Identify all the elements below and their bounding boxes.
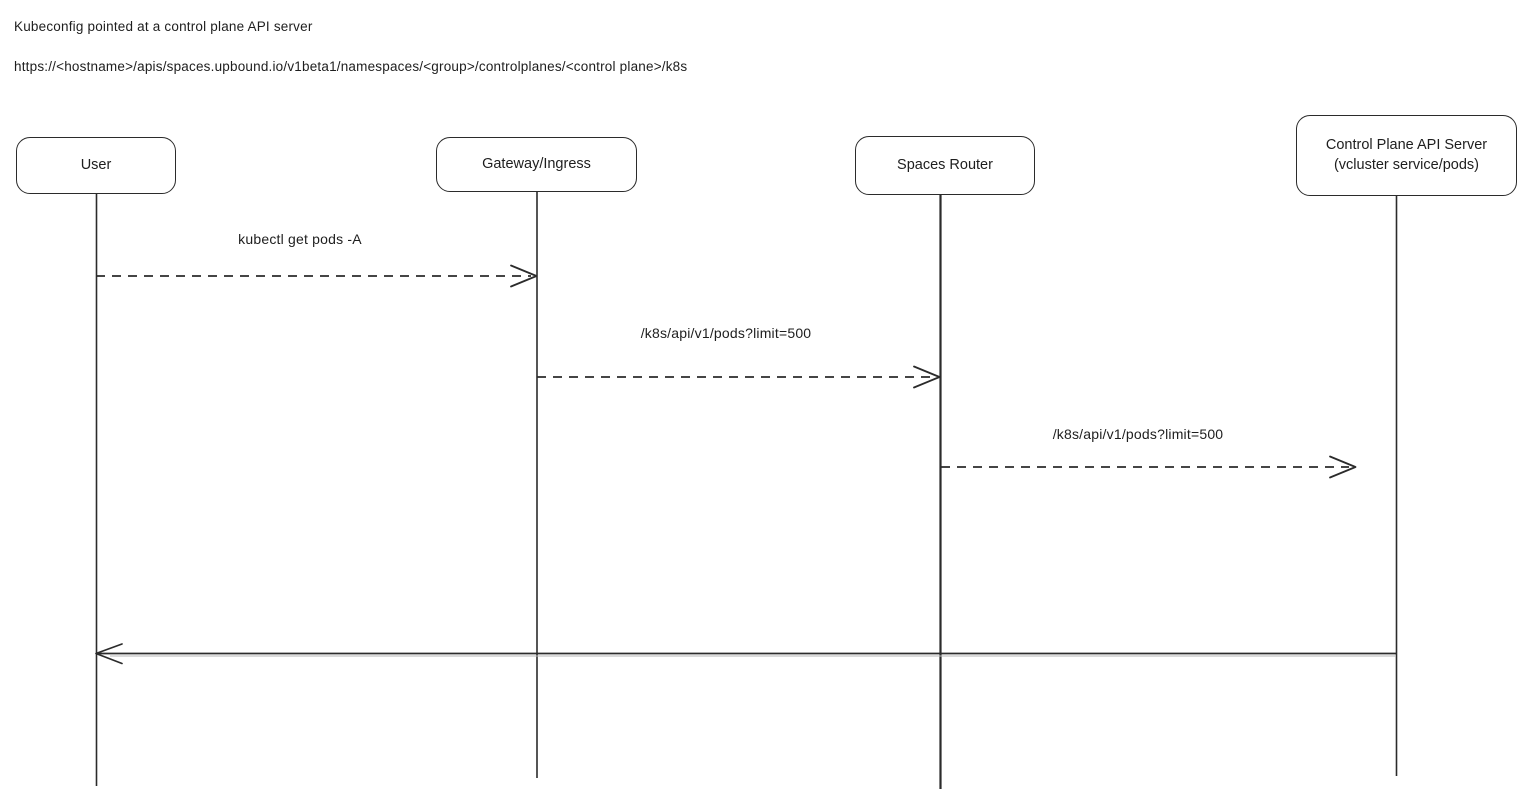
message-label-k8s-api-2: /k8s/api/v1/pods?limit=500: [1052, 426, 1224, 442]
arrowhead-right-icon: [1329, 455, 1357, 479]
actor-gateway-ingress: Gateway/Ingress: [436, 137, 637, 192]
arrowhead-left-icon: [95, 643, 123, 665]
diagram-title: Kubeconfig pointed at a control plane AP…: [14, 19, 313, 34]
actor-gateway-label: Gateway/Ingress: [482, 155, 591, 172]
arrowhead-right-icon: [510, 264, 538, 288]
message-arrow-kubectl-get-pods: [96, 264, 538, 288]
message-arrow-k8s-api-2: [941, 455, 1357, 479]
kubeconfig-url-text: https://<hostname>/apis/spaces.upbound.i…: [14, 59, 688, 74]
actor-user-label: User: [80, 156, 112, 173]
message-arrow-k8s-api-1: [537, 365, 941, 389]
message-label-k8s-api-1: /k8s/api/v1/pods?limit=500: [640, 325, 812, 341]
actor-cp-label-line1: Control Plane API Server: [1325, 136, 1488, 153]
actor-spaces-router: Spaces Router: [855, 136, 1035, 195]
actor-router-label: Spaces Router: [897, 156, 993, 173]
message-arrow-return: [95, 643, 1396, 665]
actor-cp-label-line2: (vcluster service/pods): [1333, 156, 1480, 173]
actor-control-plane-api-server: Control Plane API Server (vcluster servi…: [1296, 115, 1517, 196]
message-label-kubectl-get-pods: kubectl get pods -A: [238, 231, 362, 247]
actor-user: User: [16, 137, 176, 194]
arrowhead-right-icon: [913, 365, 941, 389]
